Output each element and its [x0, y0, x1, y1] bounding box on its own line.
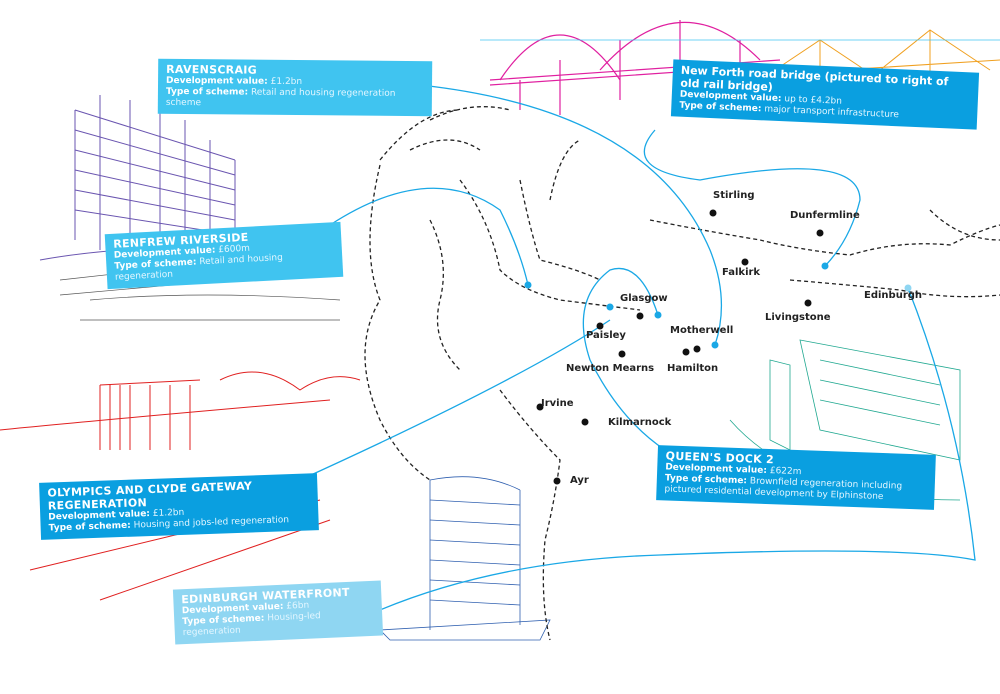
city-label-dunfermline: Dunfermline	[790, 210, 860, 221]
type-label: Type of scheme:	[182, 613, 265, 628]
project-card-queens-dock: QUEEN'S DOCK 2 Development value: £622m …	[656, 445, 936, 510]
city-label-falkirk: Falkirk	[722, 267, 761, 278]
city-label-newton-mearns: Newton Mearns	[566, 363, 655, 374]
project-card-ravenscraig: RAVENSCRAIG Development value: £1.2bn Ty…	[157, 58, 433, 117]
city-label-paisley: Paisley	[586, 330, 626, 341]
project-card-olympics-clyde-gateway: OLYMPICS AND CLYDE GATEWAY REGENERATION …	[39, 473, 319, 540]
city-label-motherwell: Motherwell	[670, 325, 734, 336]
type-label: Type of scheme:	[48, 520, 131, 534]
edinburgh-waterfront-sketch	[379, 476, 551, 641]
project-card-edinburgh-waterfront: EDINBURGH WATERFRONT Development value: …	[172, 580, 384, 645]
city-label-kilmarnock: Kilmarnock	[608, 417, 672, 428]
value-label: Development value:	[166, 75, 268, 87]
city-label-edinburgh: Edinburgh	[864, 290, 923, 301]
connectors	[299, 84, 976, 611]
value: £600m	[218, 243, 251, 256]
connector-points	[524, 262, 912, 349]
city-label-hamilton: Hamilton	[667, 363, 719, 374]
city-label-livingstone: Livingstone	[765, 312, 831, 323]
city-label-stirling: Stirling	[713, 190, 755, 201]
value: £622m	[769, 466, 802, 478]
city-label-irvine: Irvine	[541, 398, 574, 409]
city-dots	[536, 209, 824, 485]
type-label: Type of scheme:	[165, 86, 249, 98]
coastline	[364, 106, 1000, 641]
value: £1.2bn	[152, 507, 185, 519]
value: £1.2bn	[270, 76, 303, 88]
city-label-ayr: Ayr	[570, 475, 589, 486]
city-label-glasgow: Glasgow	[620, 293, 668, 304]
value: £6bn	[286, 600, 310, 612]
